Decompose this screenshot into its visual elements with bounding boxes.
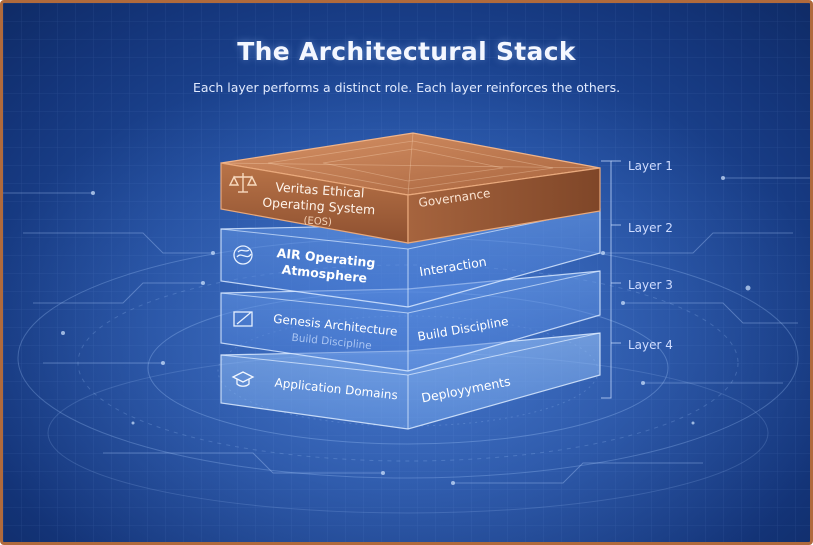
layer-1-name-line-1: Veritas Ethical bbox=[275, 179, 365, 200]
page-title: The Architectural Stack bbox=[237, 37, 576, 66]
page-subtitle: Each layer performs a distinct role. Eac… bbox=[192, 80, 621, 95]
blueprint-pencil-icon bbox=[233, 311, 253, 327]
layer-2-tag: Layer 2 bbox=[628, 221, 673, 235]
layer-3-tag: Layer 3 bbox=[628, 278, 673, 292]
layer-4-tag: Layer 4 bbox=[628, 338, 673, 352]
layer-1-slab bbox=[220, 132, 601, 244]
scales-icon bbox=[228, 173, 258, 193]
layer-1-tag: Layer 1 bbox=[628, 159, 673, 173]
layer-1-name-line-3: (EOS) bbox=[303, 215, 332, 228]
layer-stack: Veritas Ethical Operating System (EOS) G… bbox=[220, 132, 601, 430]
atmosphere-swirl-icon bbox=[233, 245, 253, 265]
graduation-cap-icon bbox=[231, 371, 255, 387]
